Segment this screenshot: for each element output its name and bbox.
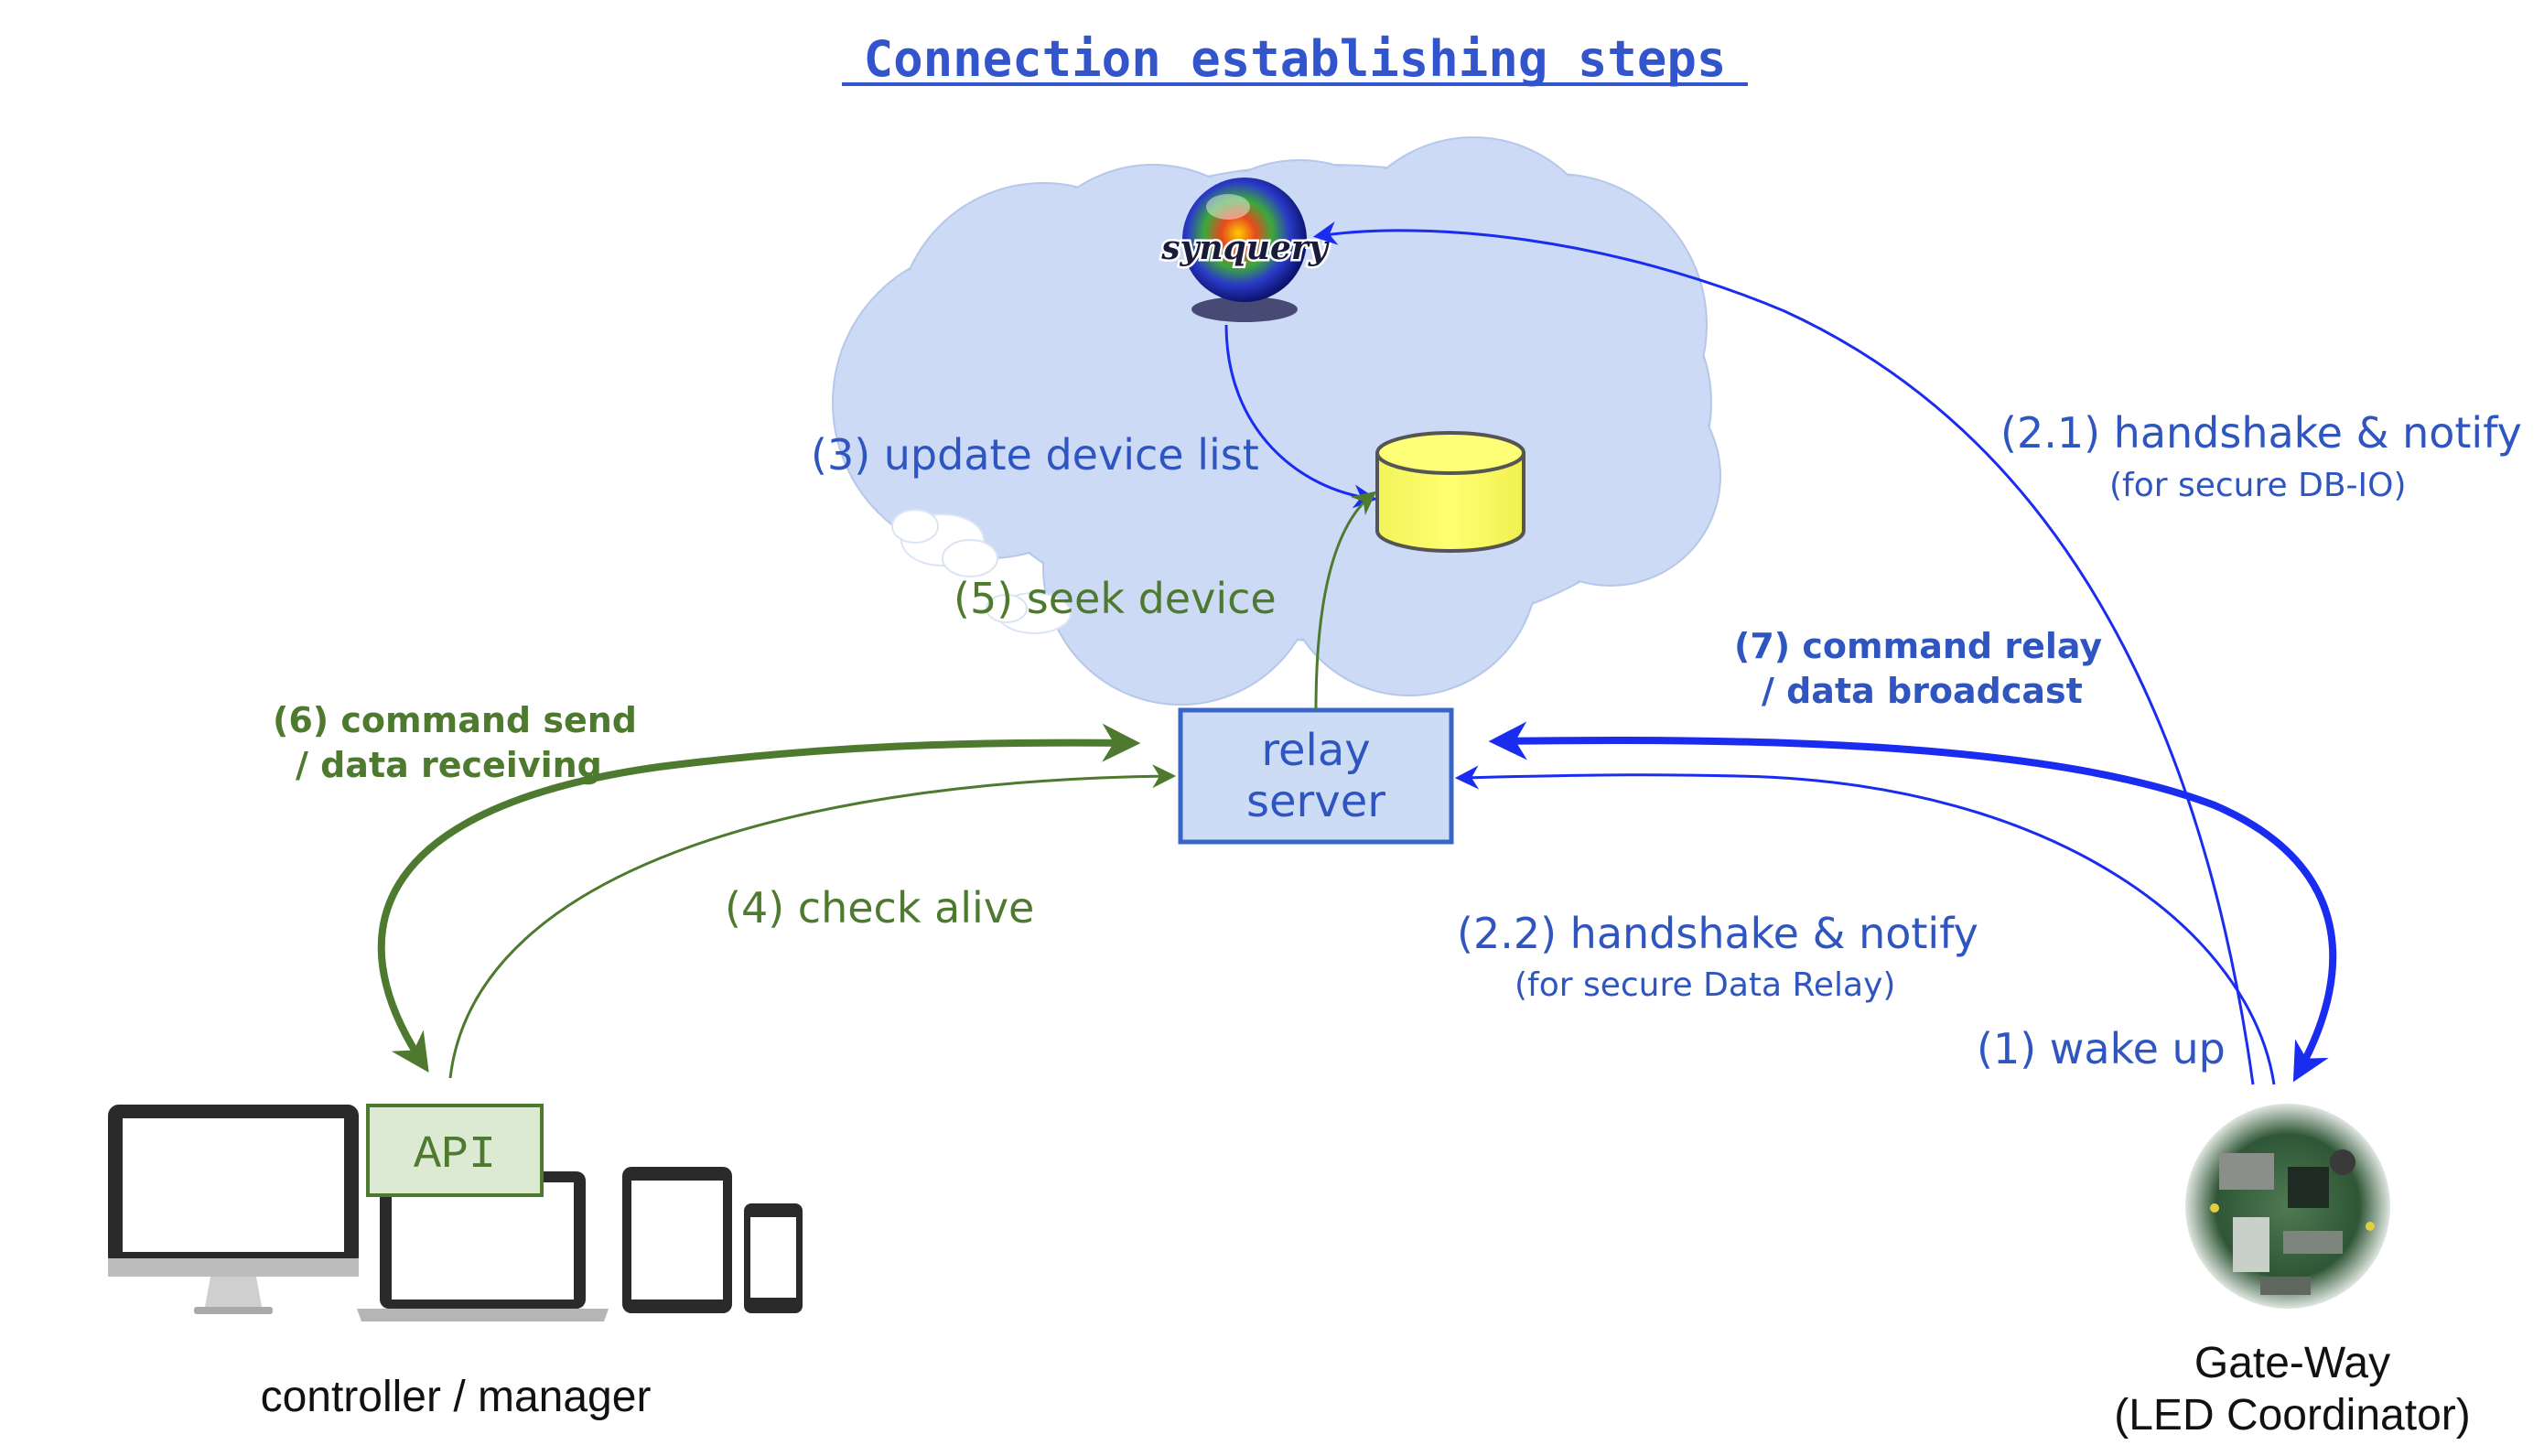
database-icon <box>1375 431 1525 553</box>
gateway-label-line1: Gate-Way <box>2194 1339 2390 1387</box>
step-handshake-relay-sub: (for secure Data Relay) <box>1515 966 1895 1004</box>
step-seek-device: (5) seek device <box>954 574 1277 623</box>
controller-label: controller / manager <box>261 1373 652 1421</box>
step-command-send-line1: (6) command send <box>273 700 637 740</box>
arrow-command-send <box>377 723 1141 1073</box>
relay-server-box: relay server <box>1178 707 1454 845</box>
step-command-relay-line2: / data broadcast <box>1762 671 2083 711</box>
synquery-globe-logo: synquery <box>1159 178 1331 322</box>
step-command-relay-line1: (7) command relay <box>1734 626 2102 666</box>
laptop-icon <box>357 1171 609 1321</box>
desktop-monitor-icon <box>108 1105 359 1314</box>
step-command-send-line2: / data receiving <box>296 745 602 785</box>
tablet-icon <box>622 1167 732 1313</box>
step-handshake-db-sub: (for secure DB-IO) <box>2109 467 2407 504</box>
api-label: API <box>414 1129 496 1181</box>
small-cloud-puff-2 <box>986 592 1072 634</box>
step-check-alive: (4) check alive <box>725 883 1034 933</box>
relay-label-line2: server <box>1246 776 1385 827</box>
step-handshake-relay: (2.2) handshake & notify <box>1457 909 1978 958</box>
logo-text: synquery <box>1160 229 1330 267</box>
relay-label-line1: relay <box>1261 725 1370 776</box>
smartphone-icon <box>744 1203 803 1313</box>
small-cloud-puff <box>891 509 998 577</box>
diagram-title: Connection establishing steps <box>864 30 1727 88</box>
gateway-label-line2: (LED Coordinator) <box>2114 1391 2470 1440</box>
api-box: API <box>366 1104 544 1197</box>
arrow-command-relay <box>1488 721 2337 1083</box>
arrow-synquery-to-db <box>1224 324 1378 509</box>
step-update-device-list: (3) update device list <box>811 430 1259 480</box>
circuit-board-photo <box>2185 1104 2390 1309</box>
step-wake-up: (1) wake up <box>1977 1024 2226 1073</box>
arrow-relay-to-db <box>1314 491 1377 711</box>
step-handshake-db: (2.1) handshake & notify <box>2000 408 2522 458</box>
